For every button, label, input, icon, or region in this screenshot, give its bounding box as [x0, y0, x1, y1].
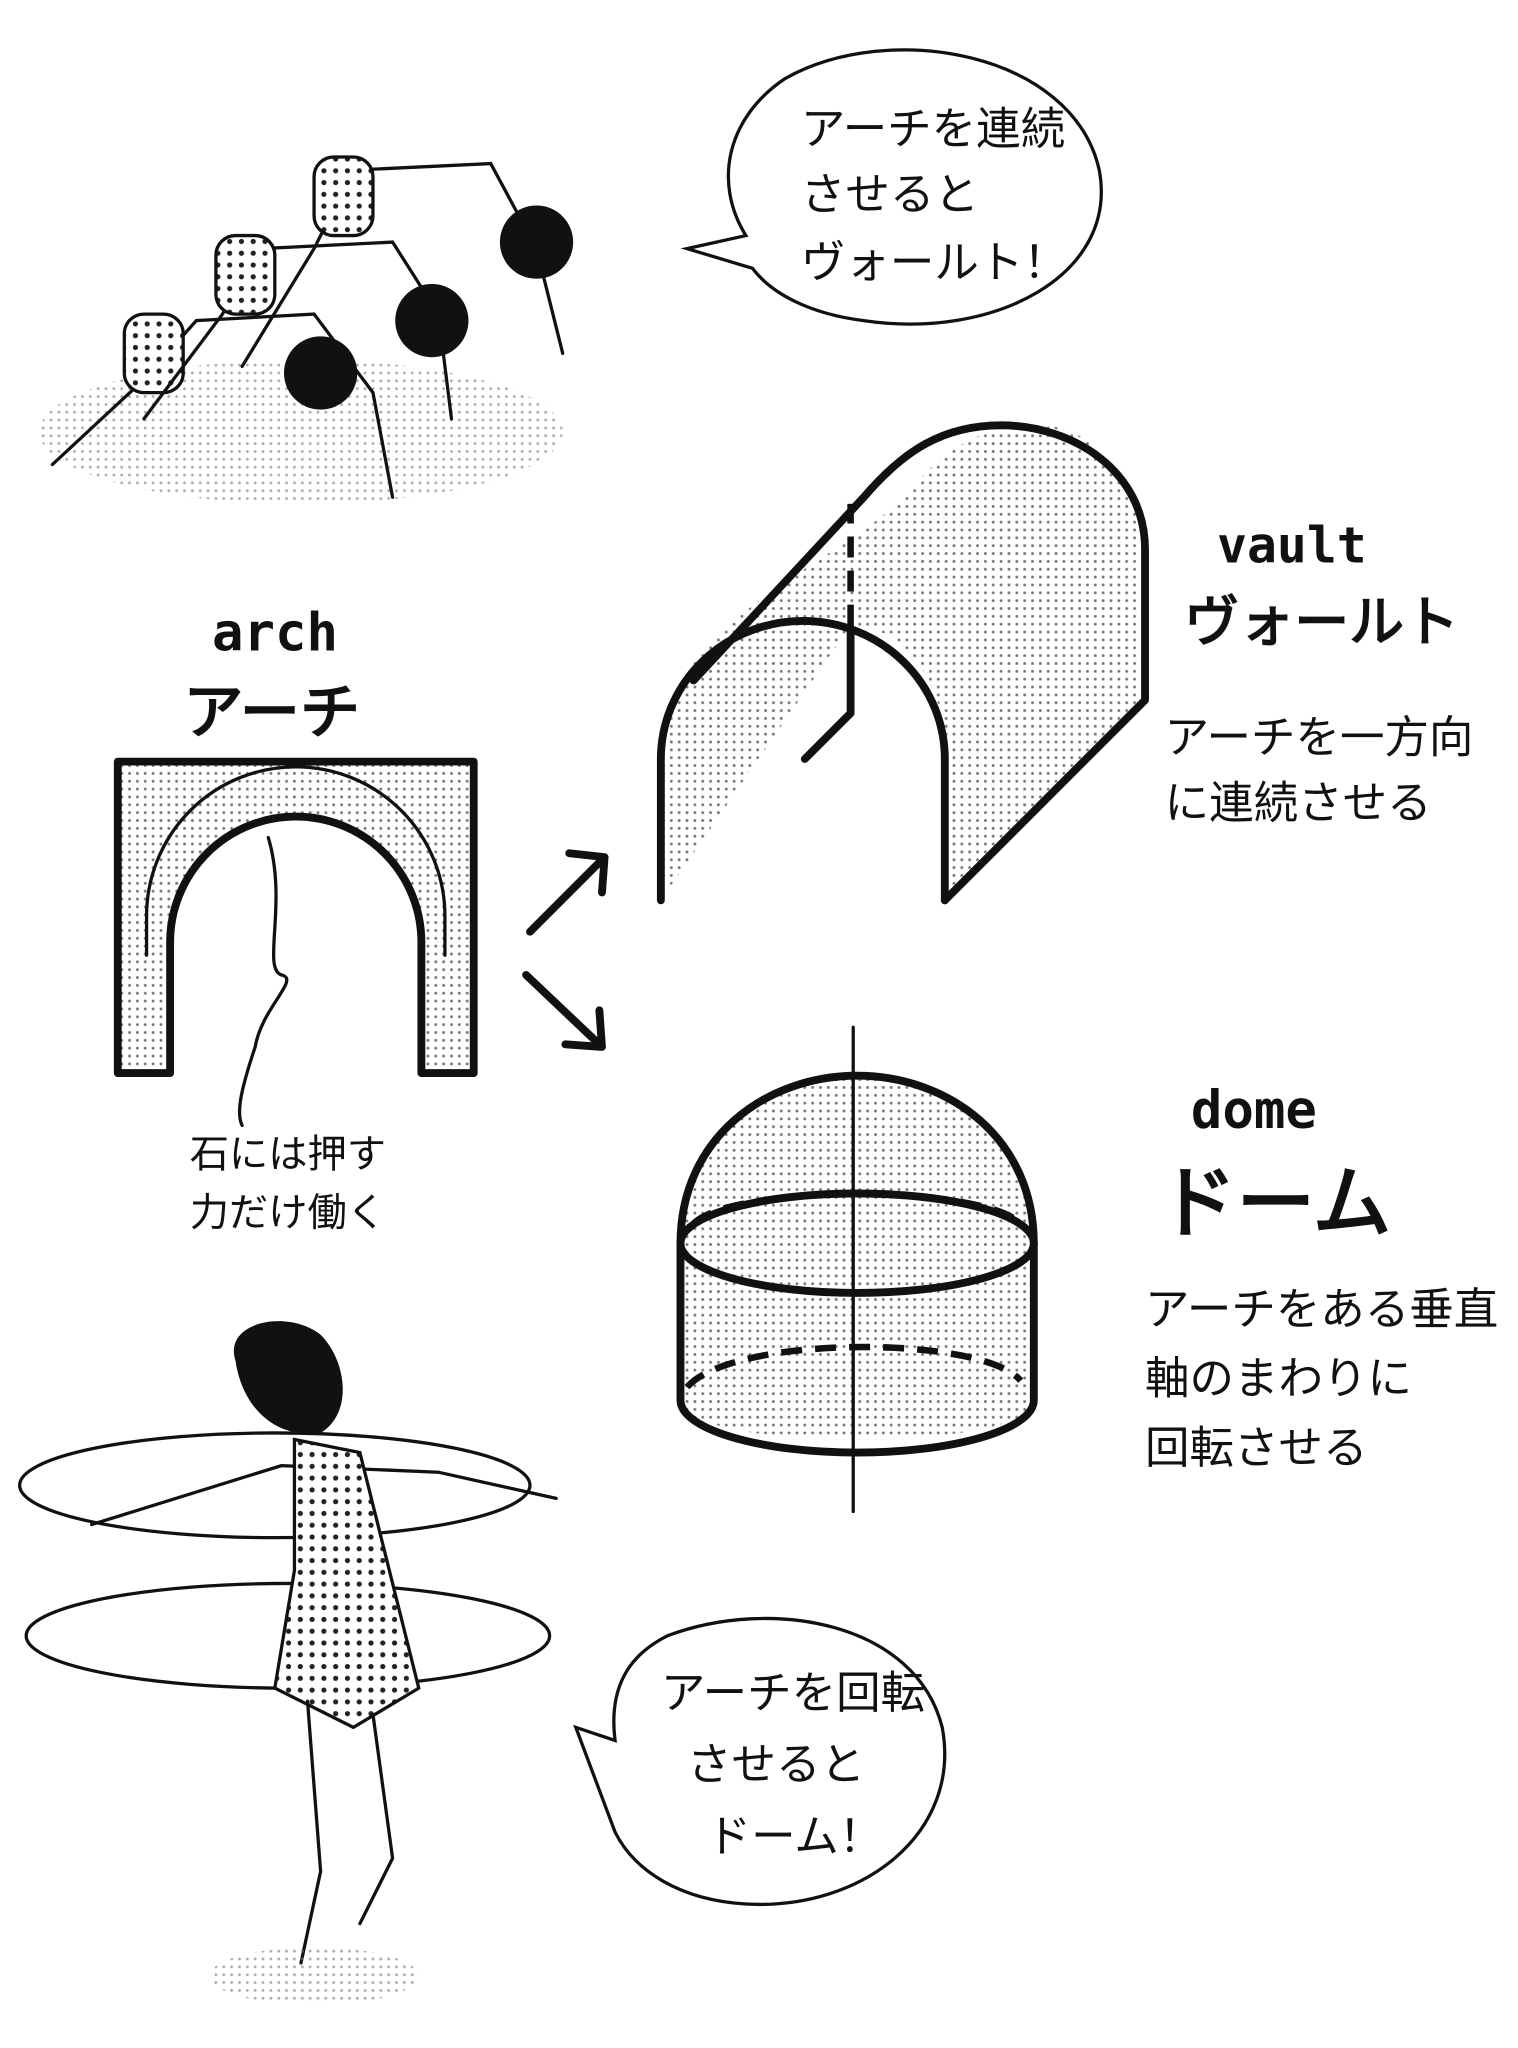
bubble-bottom-line-1: アーチを回転: [661, 1668, 925, 1719]
bubble-bottom-line-2: させると: [687, 1740, 865, 1791]
bridge-pose-figures: [39, 155, 574, 504]
spinning-woman-figure: [17, 1321, 558, 2005]
speech-bubble-bottom: アーチを回転 させると ドーム！: [573, 1616, 947, 1907]
vault-diagram: vault ヴォールト アーチを一方向 に連続させる: [656, 421, 1474, 905]
dome-desc-line-3: 回転させる: [1145, 1423, 1367, 1474]
bubble-top-line-3: ヴォールト！: [801, 237, 1068, 288]
dome-diagram: dome ドーム アーチをある垂直 軸のまわりに 回転させる: [676, 1025, 1498, 1514]
arch-label-ja: アーチ: [183, 678, 360, 748]
arch-label-en: arch: [212, 602, 338, 663]
vault-label-en: vault: [1217, 517, 1367, 575]
dome-desc-line-2: 軸のまわりに: [1145, 1354, 1412, 1405]
bubble-top-line-2: させると: [801, 169, 979, 220]
vault-desc-line-1: アーチを一方向: [1165, 712, 1474, 763]
arch-diagram: arch アーチ 石には押す 力だけ働く: [113, 602, 478, 1236]
speech-bubble-top: アーチを連続 させると ヴォールト！: [680, 48, 1103, 326]
dome-desc-line-1: アーチをある垂直: [1145, 1284, 1498, 1335]
bubble-bottom-line-3: ドーム！: [707, 1812, 884, 1863]
dome-label-ja: ドーム: [1158, 1157, 1391, 1249]
arrow-to-vault-icon: [526, 849, 609, 936]
arrow-to-dome-icon: [522, 971, 606, 1051]
vault-label-ja: ヴォールト: [1184, 590, 1459, 654]
bubble-top-line-1: アーチを連続: [801, 104, 1065, 155]
arch-note-line-1: 石には押す: [190, 1132, 386, 1177]
dome-label-en: dome: [1191, 1080, 1317, 1141]
vault-desc-line-2: に連続させる: [1165, 778, 1432, 829]
arch-note-line-2: 力だけ働く: [190, 1191, 386, 1236]
